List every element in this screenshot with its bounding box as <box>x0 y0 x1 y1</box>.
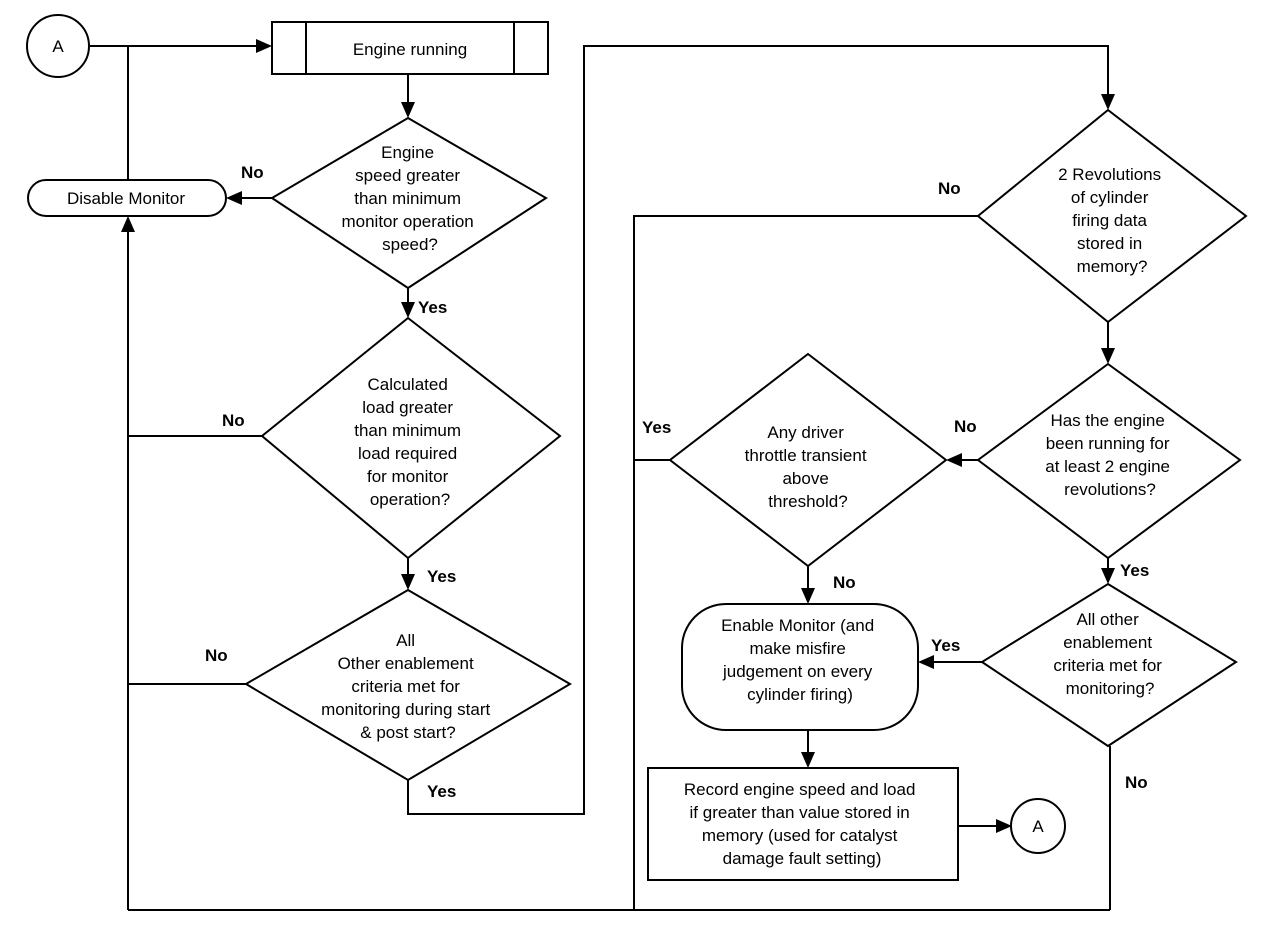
svg-text:Enable Monitor (and make: Enable Monitor (and make misfire judgeme… <box>721 616 879 704</box>
svg-text:Has the engine been runn: Has the engine been running for at least… <box>1045 411 1175 499</box>
speed-line-5: speed? <box>382 235 438 254</box>
other-start-line-4: monitoring during start <box>321 700 490 719</box>
engine-running-label: Engine running <box>353 40 467 59</box>
decision-calculated-load: Calculated load greater than minimum loa… <box>260 316 562 560</box>
running-line-4: revolutions? <box>1064 480 1156 499</box>
disable-monitor-terminator: Disable Monitor <box>27 179 227 217</box>
load-line-4: load required <box>358 444 457 463</box>
other-start-no-label: No <box>205 646 228 665</box>
revolutions-line-2: of cylinder <box>1071 188 1149 207</box>
speed-no-label: No <box>241 163 264 182</box>
decision-other-enablement-monitoring: All other enablement criteria met for mo… <box>980 582 1238 748</box>
throttle-line-4: threshold? <box>768 492 847 511</box>
record-line-3: memory (used for catalyst <box>702 826 898 845</box>
other-start-line-2: Other enablement <box>338 654 474 673</box>
load-line-1: Calculated <box>367 375 447 394</box>
other-monitoring-no-label: No <box>1125 773 1148 792</box>
svg-text:2 Revolutions of cylinde: 2 Revolutions of cylinder firing data st… <box>1058 165 1166 276</box>
other-start-line-3: criteria met for <box>351 677 460 696</box>
throttle-line-1: Any driver <box>767 423 844 442</box>
speed-line-1: Engine <box>381 143 434 162</box>
running-line-1: Has the engine <box>1050 411 1164 430</box>
other-monitoring-line-3: criteria met for <box>1053 656 1162 675</box>
revolutions-line-3: firing data <box>1072 211 1147 230</box>
enable-line-1: Enable Monitor (and <box>721 616 874 635</box>
other-monitoring-line-1: All other <box>1076 610 1139 629</box>
record-line-4: damage fault setting) <box>723 849 882 868</box>
running-yes-label: Yes <box>1120 561 1149 580</box>
engine-running-process: Engine running <box>271 21 549 75</box>
throttle-no-label: No <box>833 573 856 592</box>
svg-text:All Other enablement: All Other enablement criteria met for mo… <box>321 631 495 742</box>
revolutions-no-label: No <box>938 179 961 198</box>
speed-line-4: monitor operation <box>341 212 473 231</box>
other-start-line-5: & post start? <box>360 723 455 742</box>
connector-a-start-label: A <box>52 37 64 56</box>
revolutions-line-4: stored in <box>1077 234 1142 253</box>
throttle-yes-label: Yes <box>642 418 671 437</box>
revolutions-line-1: 2 Revolutions <box>1058 165 1161 184</box>
connector-a-end: A <box>1010 798 1066 854</box>
decision-revolutions-stored: 2 Revolutions of cylinder firing data st… <box>976 108 1248 324</box>
enable-monitor-terminator: Enable Monitor (and make misfire judgeme… <box>681 603 919 731</box>
connector-a-end-label: A <box>1032 817 1044 836</box>
record-line-1: Record engine speed and load <box>684 780 916 799</box>
connector-a-start: A <box>26 14 90 78</box>
other-monitoring-yes-label: Yes <box>931 636 960 655</box>
decision-engine-running-revolutions: Has the engine been running for at least… <box>976 362 1242 560</box>
decision-throttle-transient: Any driver throttle transient above thre… <box>668 352 948 568</box>
speed-line-3: than minimum <box>354 189 461 208</box>
load-line-6: operation? <box>370 490 450 509</box>
load-line-2: load greater <box>362 398 453 417</box>
load-line-5: for monitor <box>367 467 449 486</box>
branch-labels: No Yes No Yes No Yes No No Yes Yes No Ye… <box>205 163 1149 801</box>
record-line-2: if greater than value stored in <box>690 803 910 822</box>
speed-line-2: speed greater <box>355 166 460 185</box>
svg-text:Any driver throttle tran: Any driver throttle transient above thre… <box>745 423 872 511</box>
other-monitoring-line-4: monitoring? <box>1066 679 1155 698</box>
speed-yes-label: Yes <box>418 298 447 317</box>
decision-other-enablement-start: All Other enablement criteria met for mo… <box>244 588 572 782</box>
revolutions-line-5: memory? <box>1077 257 1148 276</box>
other-start-line-1: All <box>396 631 415 650</box>
connector-lines <box>90 45 1111 911</box>
enable-line-4: cylinder firing) <box>747 685 853 704</box>
other-start-yes-label: Yes <box>427 782 456 801</box>
svg-text:All other enablement: All other enablement criteria met for mo… <box>1053 610 1166 698</box>
throttle-line-3: above <box>782 469 828 488</box>
decision-engine-speed: Engine speed greater than minimum monito… <box>270 116 548 290</box>
disable-monitor-label: Disable Monitor <box>67 189 185 208</box>
enable-line-2: make misfire <box>749 639 845 658</box>
enable-line-3: judgement on every <box>722 662 873 681</box>
load-yes-label: Yes <box>427 567 456 586</box>
record-speed-load-process: Record engine speed and load if greater … <box>647 767 959 881</box>
arrowheads <box>121 39 1115 833</box>
running-no-label: No <box>954 417 977 436</box>
svg-text:Record engine speed and load: Record engine speed and load if greater … <box>684 780 920 868</box>
svg-text:Engine speed greater: Engine speed greater than minimum monito… <box>341 143 478 254</box>
running-line-3: at least 2 engine <box>1045 457 1170 476</box>
load-line-3: than minimum <box>354 421 461 440</box>
throttle-line-2: throttle transient <box>745 446 867 465</box>
svg-text:Calculated load greater: Calculated load greater than minimum loa… <box>354 375 466 509</box>
running-line-2: been running for <box>1046 434 1170 453</box>
other-monitoring-line-2: enablement <box>1063 633 1152 652</box>
load-no-label: No <box>222 411 245 430</box>
